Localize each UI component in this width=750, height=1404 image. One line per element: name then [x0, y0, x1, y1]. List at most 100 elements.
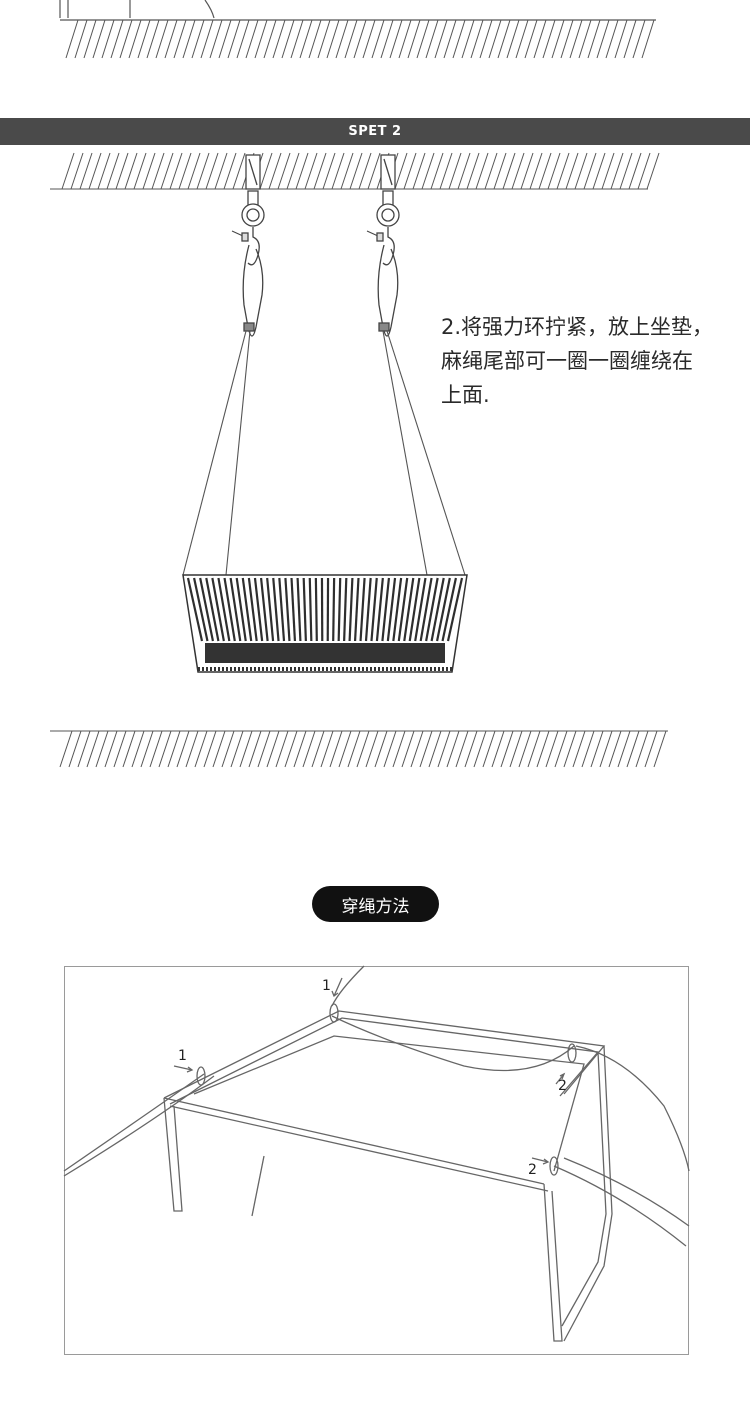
hatch-line	[61, 152, 75, 190]
hatch-line	[347, 730, 361, 768]
top-partial-illustration	[59, 0, 656, 59]
seat-stripe	[353, 577, 360, 642]
hatch-line	[257, 730, 271, 768]
step-bar: SPET 2	[0, 118, 750, 145]
hatch-line	[509, 730, 523, 768]
seat-stripe	[223, 577, 236, 642]
hatch-line	[475, 152, 489, 190]
hatch-line	[133, 152, 147, 190]
hatch-line	[500, 730, 514, 768]
hatch-line	[169, 152, 183, 190]
hatch-line	[209, 19, 223, 59]
hatch-line	[200, 19, 214, 59]
hatch-line	[86, 730, 100, 768]
hatch-line	[205, 152, 219, 190]
hatch-line	[398, 19, 412, 59]
seat-stripe	[199, 577, 215, 642]
hatch-line	[142, 152, 156, 190]
hatch-line	[362, 19, 376, 59]
hatch-line	[83, 19, 97, 59]
seat-stripe	[284, 577, 291, 642]
threading-diagram-frame	[64, 966, 689, 1355]
hatch-line	[488, 19, 502, 59]
hatch-line	[113, 730, 127, 768]
seat-stripe	[308, 577, 313, 642]
hatch-line	[122, 730, 136, 768]
hatch-line	[88, 152, 102, 190]
seat-stripe	[370, 577, 378, 642]
hatch-line	[367, 152, 381, 190]
seat-stripe	[446, 577, 464, 642]
hatch-line	[569, 19, 583, 59]
hatch-line	[146, 19, 160, 59]
hatch-line	[536, 730, 550, 768]
hatch-line	[635, 730, 649, 768]
hatch-line	[254, 19, 268, 59]
hatch-line	[320, 730, 334, 768]
hatch-line	[356, 730, 370, 768]
hatch-line	[599, 730, 613, 768]
marker-1-left: 1	[178, 1048, 187, 1064]
instruction-line-2: 麻绳尾部可一圈一圈缠绕在	[441, 349, 693, 373]
hatch-line	[596, 19, 610, 59]
seat-stripe	[296, 577, 302, 642]
hatch-line	[389, 19, 403, 59]
hatch-line	[452, 19, 466, 59]
hatch-line	[578, 19, 592, 59]
seat-stripe	[364, 577, 372, 642]
hatch-line	[344, 19, 358, 59]
seat-stripe	[332, 577, 336, 642]
hatch-line	[533, 19, 547, 59]
hatch-line	[610, 152, 624, 190]
hatch-line	[461, 19, 475, 59]
hatch-line	[203, 730, 217, 768]
hatch-line	[601, 152, 615, 190]
seat-stripe	[278, 577, 286, 642]
hatch-line	[119, 19, 133, 59]
hatch-line	[335, 19, 349, 59]
hatch-line	[230, 730, 244, 768]
hatch-line	[394, 152, 408, 190]
seat-stripe	[386, 577, 397, 642]
hatch-line	[65, 19, 79, 59]
hatch-line	[592, 152, 606, 190]
instruction-line-3: 上面.	[441, 383, 490, 407]
hatch-line	[560, 19, 574, 59]
hatch-line	[353, 19, 367, 59]
seat-stripe	[193, 577, 209, 642]
hatch-line	[317, 19, 331, 59]
hatch-line	[245, 19, 259, 59]
hatch-line	[221, 730, 235, 768]
seat-stripe	[337, 577, 342, 642]
hatch-line	[74, 19, 88, 59]
hatch-line	[419, 730, 433, 768]
seat-stripe	[259, 577, 269, 642]
hatch-line	[185, 730, 199, 768]
hatch-line	[403, 152, 417, 190]
hatch-line	[425, 19, 439, 59]
hatch-line	[542, 19, 556, 59]
hatch-line	[439, 152, 453, 190]
seat-stripe	[381, 577, 391, 642]
hatch-line	[583, 152, 597, 190]
hatch-line	[491, 730, 505, 768]
hatch-line	[308, 19, 322, 59]
seat-cushion	[182, 574, 468, 673]
hatch-line	[338, 730, 352, 768]
seat-stripe	[392, 577, 403, 642]
hatch-line	[401, 730, 415, 768]
hatch-line	[392, 730, 406, 768]
seat-stripe	[266, 577, 275, 642]
seat-stripe	[229, 577, 242, 642]
hatch-line	[587, 19, 601, 59]
hatch-line	[563, 730, 577, 768]
seat-stripe	[419, 577, 433, 642]
seat-stripe	[314, 577, 318, 642]
instruction-line-1: 2.将强力环拧紧，放上坐垫，	[441, 315, 714, 339]
hatch-line	[68, 730, 82, 768]
hatch-line	[646, 152, 660, 190]
hatch-line	[106, 152, 120, 190]
hatch-line	[466, 152, 480, 190]
seat-stripe	[348, 577, 354, 642]
seat-stripe	[302, 577, 307, 642]
